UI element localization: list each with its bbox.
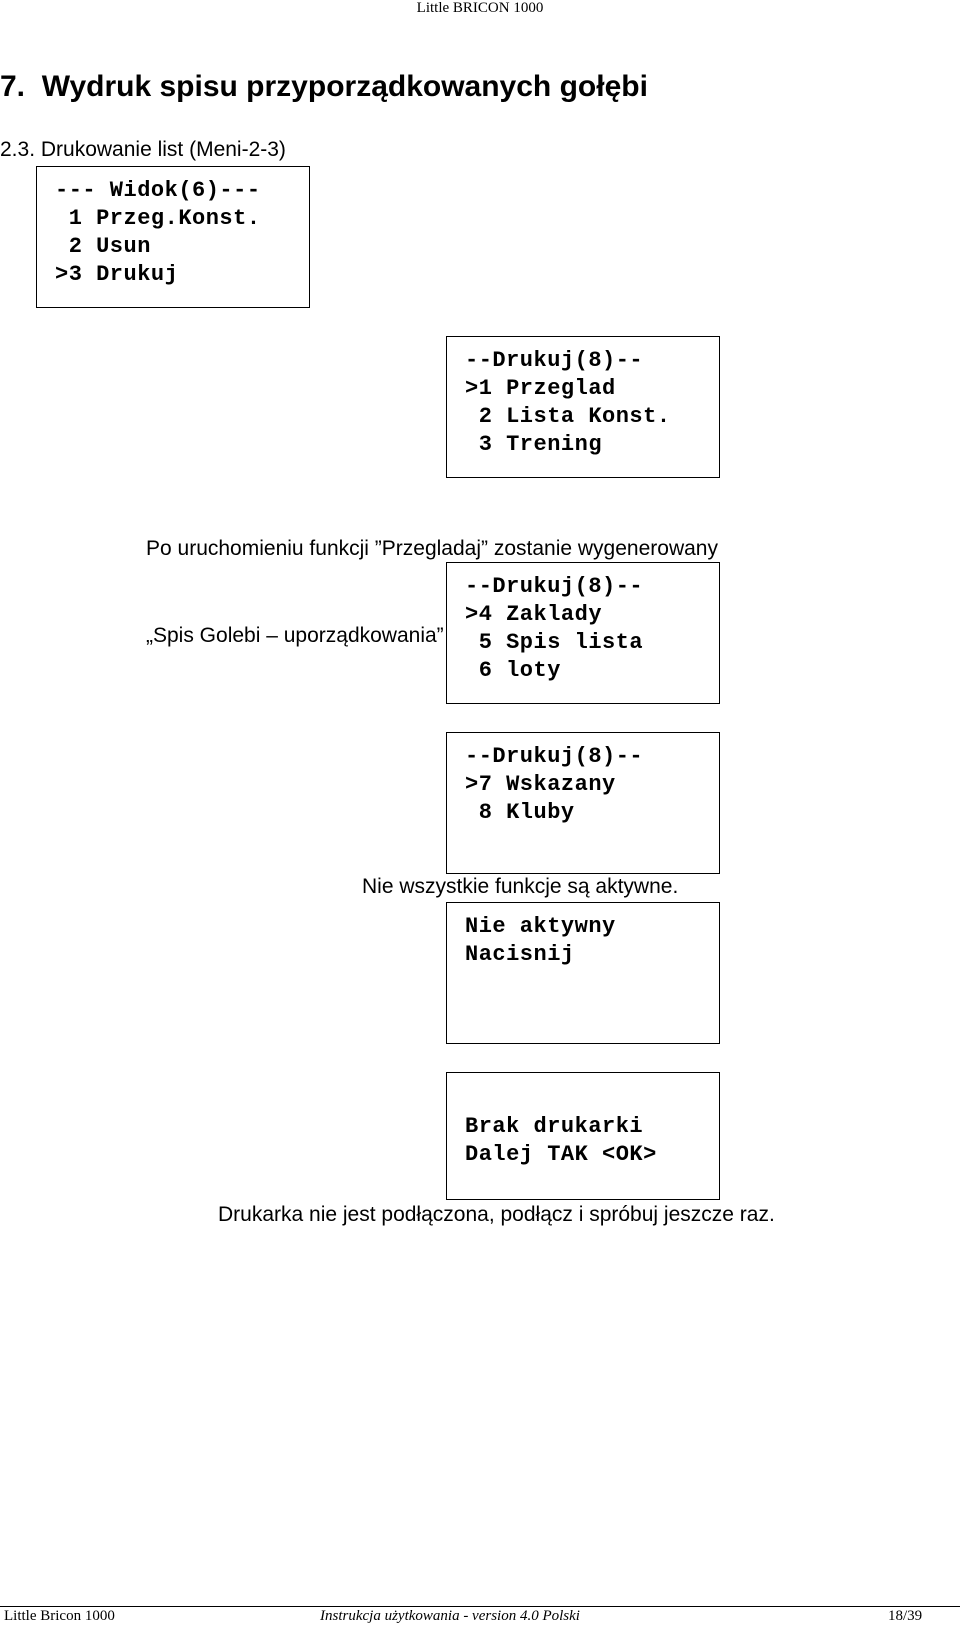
footer-left: Little Bricon 1000: [4, 1608, 115, 1624]
lcd-screen-view-menu: --- Widok(6)--- 1 Przeg.Konst. 2 Usun >3…: [36, 166, 310, 308]
lcd-line: Nacisnij: [465, 942, 575, 967]
lcd-screen-print-menu-3: --Drukuj(8)-- >7 Wskazany 8 Kluby: [446, 732, 720, 874]
subsection-title: 2.3. Drukowanie list (Meni-2-3): [0, 138, 286, 161]
lcd-line: Dalej TAK <OK>: [465, 1142, 657, 1167]
lcd-line: 5 Spis lista: [465, 630, 644, 655]
footer-page-number: 18/39: [888, 1608, 923, 1624]
note-not-all-active: Nie wszystkie funkcje są aktywne.: [362, 875, 679, 898]
lcd-line: 1 Przeg.Konst.: [55, 206, 261, 231]
lcd-line: >1 Przeglad: [465, 376, 616, 401]
lcd-line: >3 Drukuj: [55, 262, 179, 287]
note-printer-not-connected: Drukarka nie jest podłączona, podłącz i …: [218, 1203, 775, 1226]
footer-divider: [0, 1606, 960, 1607]
paragraph-line: Po uruchomieniu funkcji ”Przegladaj” zos…: [146, 537, 718, 560]
lcd-line: --Drukuj(8)--: [465, 744, 644, 769]
lcd-line: 2 Usun: [55, 234, 151, 259]
lcd-line: >7 Wskazany: [465, 772, 616, 797]
lcd-line: --- Widok(6)---: [55, 178, 261, 203]
lcd-line: 6 loty: [465, 658, 561, 683]
lcd-line: --Drukuj(8)--: [465, 348, 644, 373]
section-title: 7. Wydruk spisu przyporządkowanych gołęb…: [0, 70, 648, 103]
lcd-line: Brak drukarki: [465, 1114, 644, 1139]
paragraph-review-output: Po uruchomieniu funkcji ”Przegladaj” zos…: [146, 476, 718, 679]
running-header: Little BRICON 1000: [416, 0, 544, 16]
lcd-screen-no-printer: Brak drukarki Dalej TAK <OK>: [446, 1072, 720, 1200]
lcd-line: 8 Kluby: [465, 800, 575, 825]
footer-center: Instrukcja użytkowania - version 4.0 Pol…: [320, 1608, 580, 1624]
lcd-line: >4 Zaklady: [465, 602, 603, 627]
lcd-line: 2 Lista Konst.: [465, 404, 671, 429]
lcd-line: --Drukuj(8)--: [465, 574, 644, 599]
lcd-line: Nie aktywny: [465, 914, 616, 939]
lcd-screen-print-menu-2: --Drukuj(8)-- >4 Zaklady 5 Spis lista 6 …: [446, 562, 720, 704]
lcd-line: 3 Trening: [465, 432, 603, 457]
lcd-screen-print-menu-1: --Drukuj(8)-- >1 Przeglad 2 Lista Konst.…: [446, 336, 720, 478]
lcd-screen-inactive: Nie aktywny Nacisnij: [446, 902, 720, 1044]
paragraph-line: „Spis Golebi – uporządkowania”: [146, 624, 444, 647]
